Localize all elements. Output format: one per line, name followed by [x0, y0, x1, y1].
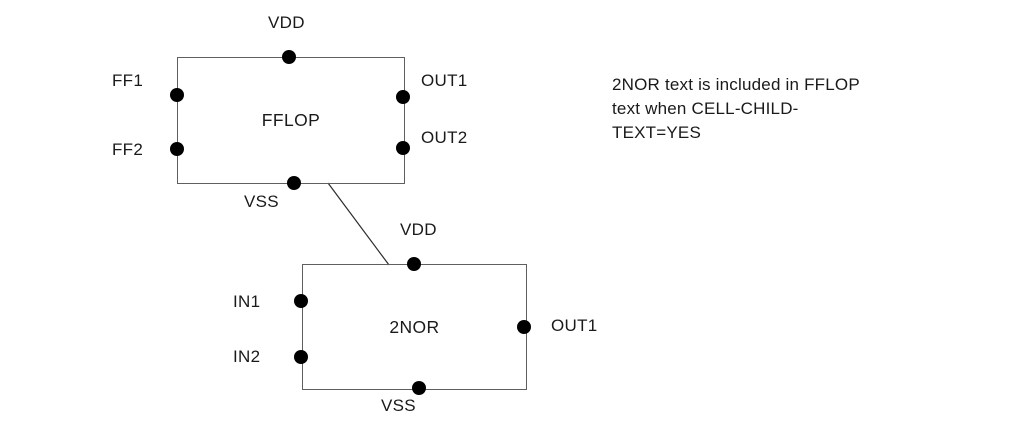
fflop-vss-pin-label: VSS	[244, 192, 279, 211]
fflop-vss-pin-dot	[287, 176, 301, 190]
nor-cell-label: 2NOR	[389, 316, 440, 337]
fflop-vdd-pin-dot	[282, 50, 296, 64]
fflop-ff2-pin-dot	[170, 142, 184, 156]
fflop-out1-pin-dot	[396, 90, 410, 104]
annotation-note: 2NOR text is included in FFLOP text when…	[612, 73, 860, 145]
fflop-out2-pin-dot	[396, 141, 410, 155]
annotation-line-3: TEXT=YES	[612, 123, 701, 142]
annotation-line-2: text when CELL-CHILD-	[612, 99, 799, 118]
nor-out1-pin-dot	[517, 320, 531, 334]
nor-out1-pin-label: OUT1	[551, 316, 598, 335]
fflop-ff1-pin-label: FF1	[112, 71, 144, 90]
fflop-cell-box: FFLOP	[177, 57, 405, 184]
fflop-ff2-pin-label: FF2	[112, 140, 144, 159]
nor-cell-box: 2NOR	[302, 264, 527, 390]
nor-vss-pin-label: VSS	[381, 396, 416, 415]
fflop-out2-pin-label: OUT2	[421, 128, 468, 147]
nor-in1-pin-label: IN1	[233, 292, 261, 311]
nor-vdd-pin-label: VDD	[400, 220, 437, 239]
fflop-ff1-pin-dot	[170, 88, 184, 102]
nor-vss-pin-dot	[412, 381, 426, 395]
annotation-line-1: 2NOR text is included in FFLOP	[612, 75, 860, 94]
fflop-out1-pin-label: OUT1	[421, 71, 468, 90]
nor-in1-pin-dot	[294, 294, 308, 308]
nor-vdd-pin-dot	[407, 257, 421, 271]
fflop-cell-label: FFLOP	[261, 110, 321, 130]
nor-in2-pin-dot	[294, 350, 308, 364]
nor-in2-pin-label: IN2	[233, 347, 261, 366]
fflop-vdd-pin-label: VDD	[268, 13, 305, 32]
